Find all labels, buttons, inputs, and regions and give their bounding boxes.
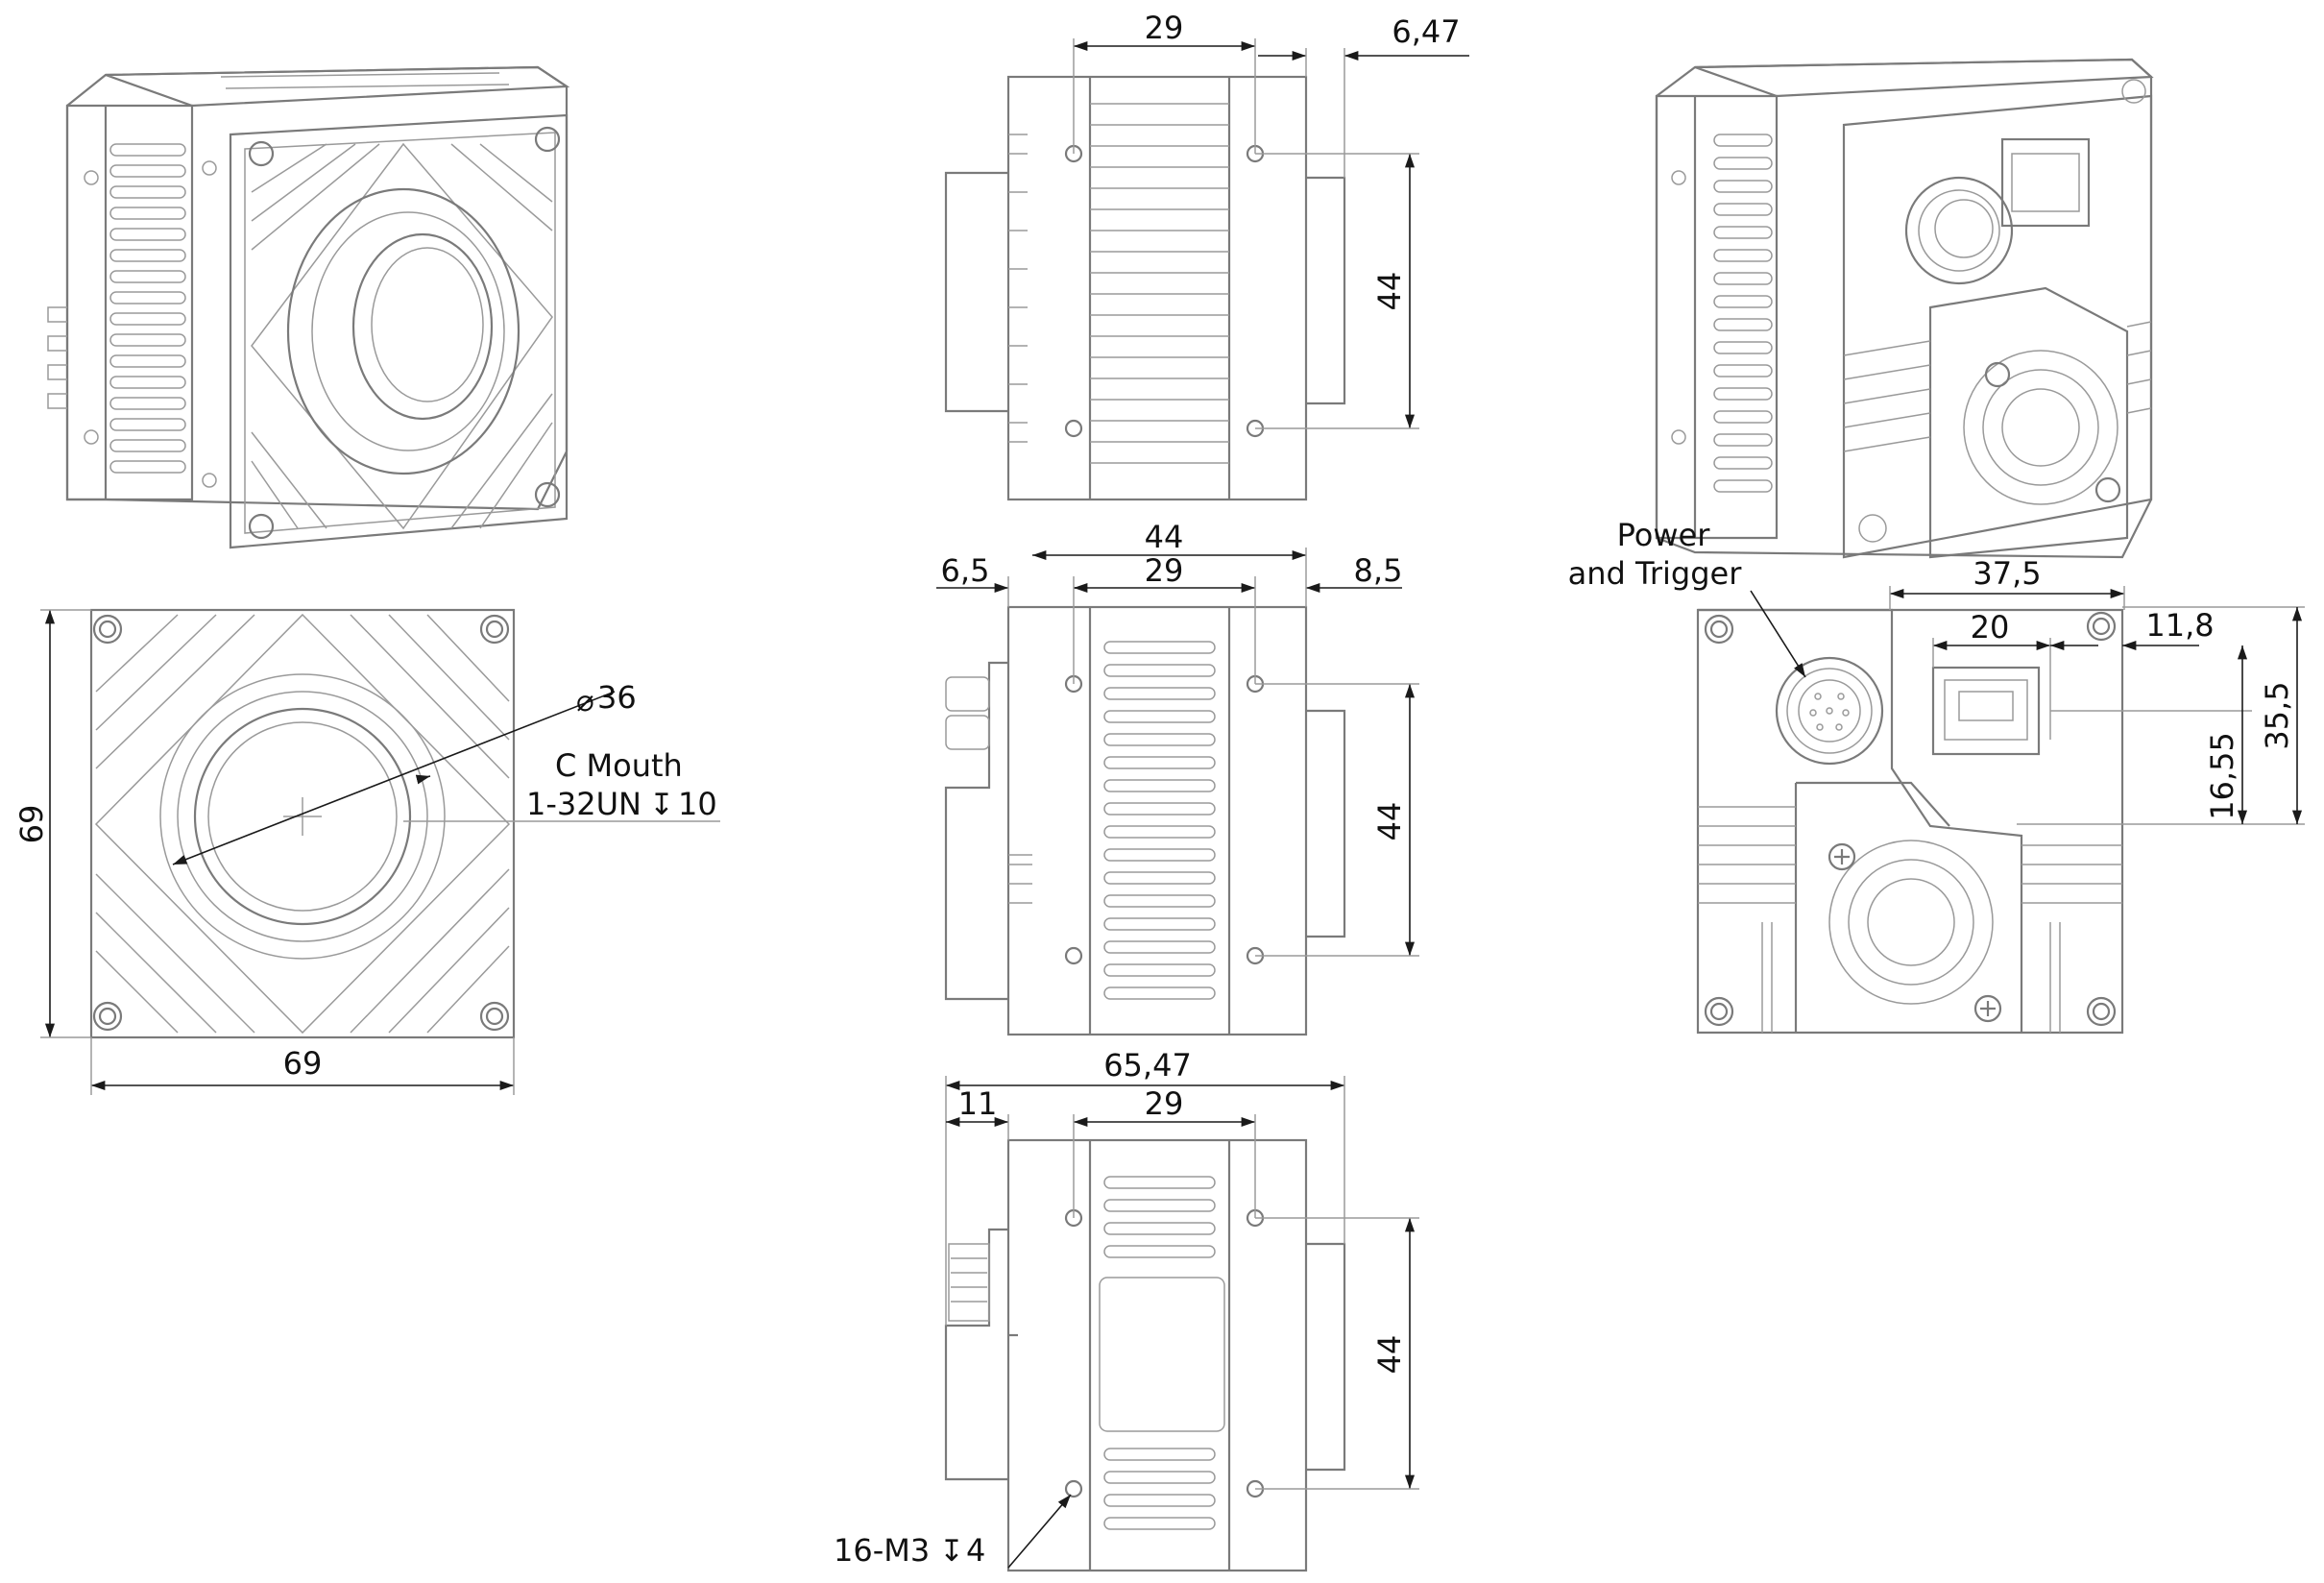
bottom-side-dimensions: [945, 1076, 1419, 1569]
bottom-height-dimension: 44: [1371, 1335, 1408, 1375]
middle-height-dimension: 44: [1371, 802, 1408, 841]
middle-hole-spacing-dimension: 29: [1145, 552, 1184, 589]
bottom-hole-spacing-dimension: 29: [1145, 1085, 1184, 1122]
thread-depth-dimension: 10: [678, 786, 717, 822]
rear-total-height-dimension: 35,5: [2259, 681, 2295, 749]
screw-depth-dimension: 4: [966, 1532, 985, 1569]
top-side-view: [944, 75, 1346, 501]
top-side-dimensions: [1073, 38, 1469, 429]
front-view-dimensions: [40, 609, 720, 1095]
front-width-dimension: 69: [283, 1045, 323, 1082]
rear-port-width-dimension: 20: [1971, 609, 2010, 645]
diameter-dimension: 36: [597, 679, 637, 716]
left-side-view: [944, 605, 1346, 1036]
middle-right-offset-dimension: 8,5: [1354, 552, 1403, 589]
diameter-symbol: ⌀: [576, 684, 594, 718]
rear-port-height-dimension: 16,55: [2204, 732, 2240, 820]
screw-depth-symbol: ↧: [939, 1534, 964, 1569]
middle-total-dimension: 44: [1145, 519, 1184, 555]
rear-view: [1696, 608, 2124, 1035]
top-height-dimension: 44: [1371, 272, 1408, 311]
thread-label: 1-32UN: [526, 786, 642, 822]
connector-label-trigger: and Trigger: [1568, 555, 1743, 592]
front-height-dimension: 69: [13, 805, 50, 844]
middle-left-offset-dimension: 6,5: [941, 552, 990, 589]
screw-label: 16-M3: [834, 1532, 930, 1569]
rear-right-offset-dimension: 11,8: [2145, 607, 2214, 644]
c-mount-label: C Mouth: [555, 747, 683, 784]
thread-depth-symbol: ↧: [649, 788, 674, 822]
isometric-front-view: [47, 65, 570, 549]
front-view: [89, 608, 516, 1039]
left-side-dimensions: [936, 548, 1419, 957]
top-hole-spacing-dimension: 29: [1145, 10, 1184, 46]
bottom-total-dimension: 65,47: [1103, 1047, 1192, 1084]
bottom-side-view: [944, 1138, 1346, 1572]
top-offset-dimension: 6,47: [1392, 13, 1460, 50]
rear-view-dimensions: [1750, 586, 2305, 825]
rear-width-dimension: 37,5: [1973, 555, 2041, 592]
connector-label-power: Power: [1617, 517, 1711, 553]
isometric-rear-view: [1655, 58, 2154, 559]
bottom-connector-dimension: 11: [958, 1085, 998, 1122]
